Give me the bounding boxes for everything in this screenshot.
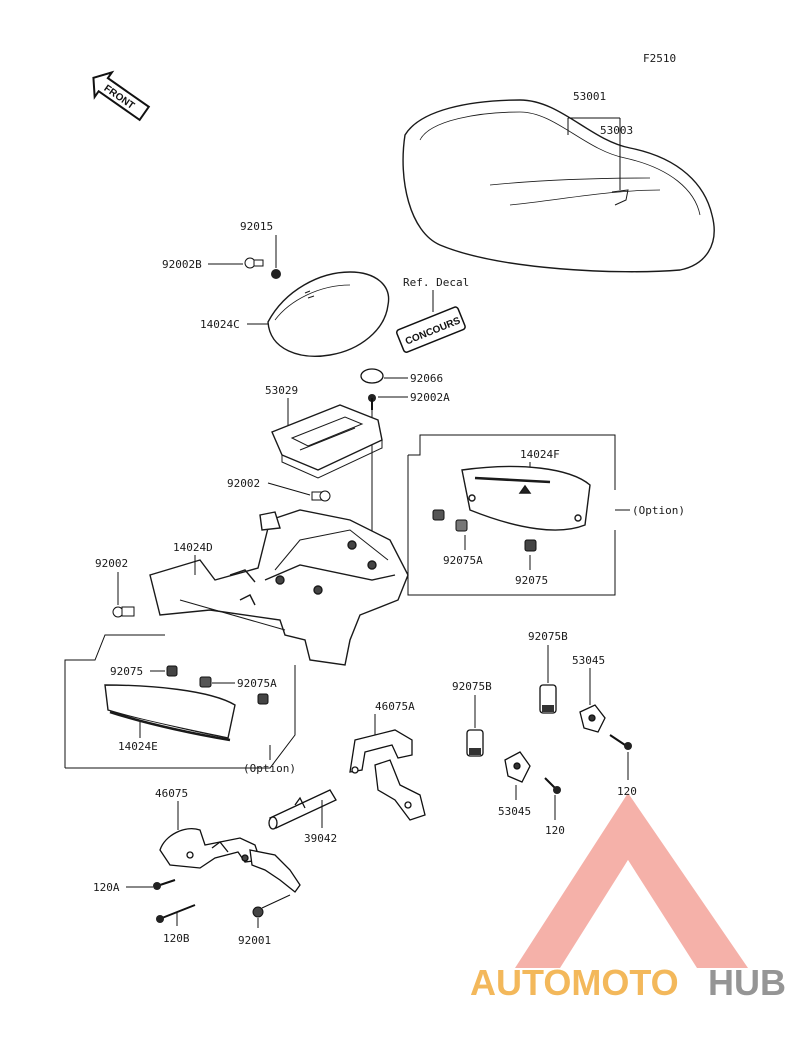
label-120b: 120B [163,932,190,945]
label-92075b-upper: 92075B [528,630,568,643]
label-92075b-lower: 92075B [452,680,492,693]
screw-92002b [244,257,264,269]
bolt-92002-upper [311,490,331,502]
option-box-right [407,455,616,596]
watermark-text-hub: HUB [708,962,786,1003]
label-92075-right: 92075 [515,574,548,587]
tube-39042 [268,789,337,830]
watermark-logo: AUTOMOTO HUB [470,793,786,1003]
bolt-120a [153,879,176,890]
label-14024f: 14024F [520,448,560,461]
label-92002a: 92002A [410,391,450,404]
grommet-92015 [271,269,281,279]
label-92002b: 92002B [162,258,202,271]
label-92075a-left: 92075A [237,677,277,690]
label-92075a-right: 92075A [443,554,483,567]
option-box-left [65,665,296,769]
label-92066: 92066 [410,372,443,385]
decal-concours: CONCOURS [395,306,466,353]
screw-92001 [252,894,291,918]
cover-14024f [461,465,591,531]
carrier-frame-14024d [149,509,409,666]
bolt-120b [156,904,196,923]
label-92015: 92015 [240,220,273,233]
option-box-left [64,634,165,768]
nut-92075-right [524,539,537,552]
bracket-53045-upper [579,704,606,733]
label-39042: 39042 [304,832,337,845]
figure-code: F2510 [643,52,676,65]
bracket-53045-lower [504,751,531,783]
bracket-46075a [349,729,426,821]
nut-92075-left [166,665,178,677]
front-arrow-icon: FRONT [92,70,151,122]
rack-53029 [271,404,383,479]
label-14024d: 14024D [173,541,213,554]
bolt-120-right [609,734,632,750]
label-120a: 120A [93,881,120,894]
label-option-right: (Option) [632,504,685,517]
label-92002-upper: 92002 [227,477,260,490]
label-14024e: 14024E [118,740,158,753]
cover-14024e [104,684,236,742]
cover-14024c [267,271,390,357]
label-92002-left: 92002 [95,557,128,570]
rubber-92075b-lower [466,729,484,757]
label-120-right: 120 [617,785,637,798]
label-92001: 92001 [238,934,271,947]
option-box-right [408,434,616,490]
bolt-120-lower [544,777,561,794]
label-53001: 53001 [573,90,606,103]
label-option-left: (Option) [243,762,296,775]
watermark-text-auto: AUTOMOTO [470,962,679,1003]
plug-92066 [360,368,384,384]
rubber-92075b-upper [539,684,557,714]
label-53045-lower: 53045 [498,805,531,818]
nut-92075a-left [199,676,269,705]
label-ref-decal: Ref. Decal [403,276,469,289]
label-46075a: 46075A [375,700,415,713]
bracket-46075 [159,828,301,893]
nut-92075a-right [432,509,468,532]
watermark-triangle-icon [515,793,748,968]
label-46075: 46075 [155,787,188,800]
label-53003: 53003 [600,124,633,137]
leader-line [267,482,311,496]
label-53029: 53029 [265,384,298,397]
label-14024c: 14024C [200,318,240,331]
watermark-triangle-inner-icon [575,860,681,950]
seat-53001 [402,99,715,273]
label-53045-upper: 53045 [572,654,605,667]
screw-92002a [368,394,376,410]
label-120-lower: 120 [545,824,565,837]
label-92075-left: 92075 [110,665,143,678]
bolt-92002-left [112,606,135,618]
